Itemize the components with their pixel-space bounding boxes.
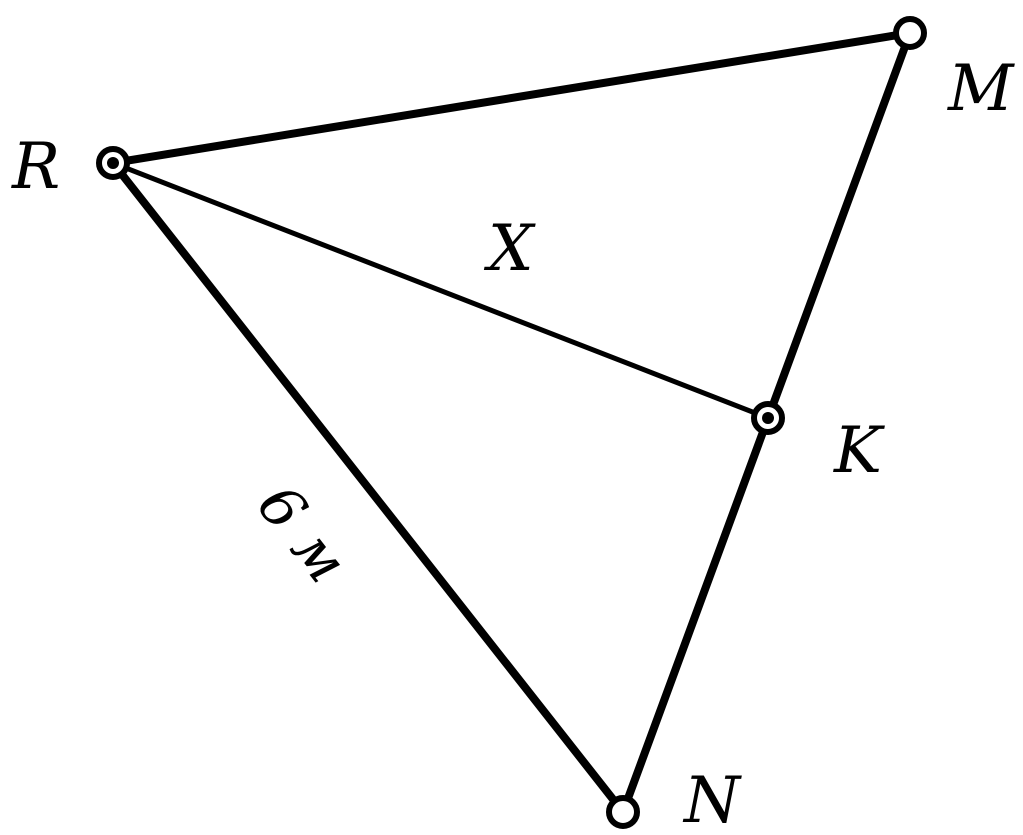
point-m [893,16,927,50]
label-n: N [682,764,742,835]
segment-rn [109,159,627,816]
segment-rk [110,160,771,421]
point-k [751,401,785,435]
label-k: K [833,414,885,488]
point-r [96,146,130,180]
label-r: R [11,130,60,204]
segment-rm [109,29,914,167]
point-n [606,795,640,829]
label-m: M [947,52,1015,126]
label-segment-rn: 6 м [244,472,361,595]
label-segment-rk: X [483,212,536,286]
